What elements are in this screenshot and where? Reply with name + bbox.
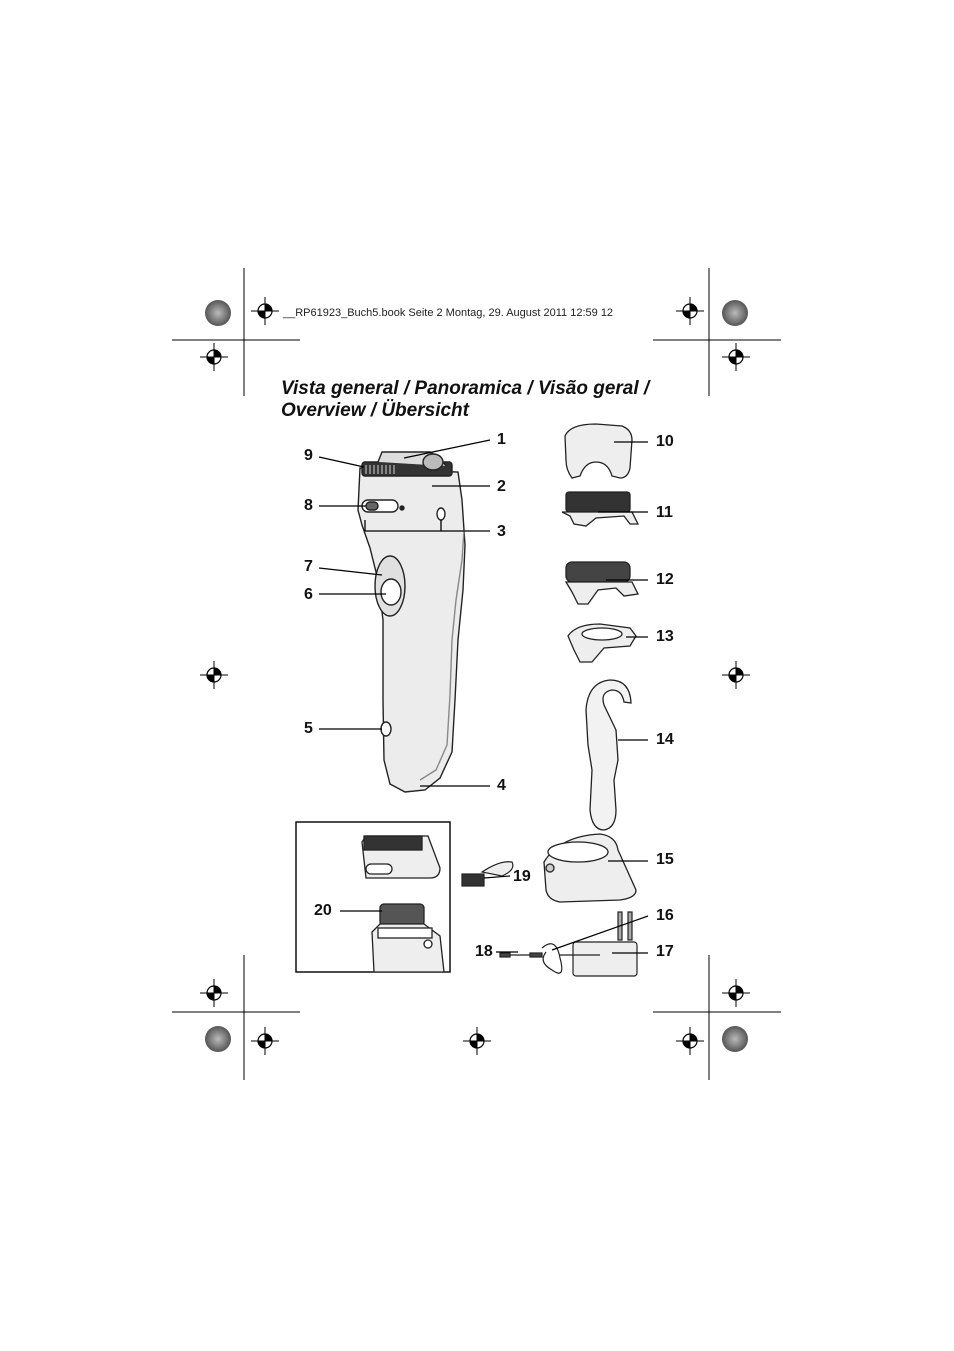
label-3: 3 [497, 523, 506, 540]
label-8: 8 [304, 497, 313, 514]
label-9: 9 [304, 447, 313, 464]
accessory-14-hook [585, 679, 648, 831]
accessory-11-comb [561, 491, 648, 527]
label-6: 6 [304, 586, 313, 603]
label-2: 2 [497, 478, 506, 495]
label-19: 19 [513, 868, 531, 885]
label-17: 17 [656, 943, 674, 960]
label-18: 18 [475, 943, 493, 960]
title-line-1: Vista general / Panoramica / Visão geral… [281, 378, 650, 399]
title-line-2: Overview / Übersicht [281, 400, 469, 421]
adapter-and-cable [496, 911, 649, 977]
accessory-13-frame [567, 623, 648, 663]
label-10: 10 [656, 433, 674, 450]
file-info-line: __RP61923_Buch5.book Seite 2 Montag, 29.… [283, 307, 614, 319]
accessory-19-brush [461, 861, 514, 887]
label-14: 14 [656, 731, 674, 748]
label-12: 12 [656, 571, 674, 588]
accessory-10-cap [564, 423, 648, 479]
label-16: 16 [656, 907, 674, 924]
inset-box [295, 821, 451, 973]
accessory-15-stand [543, 833, 648, 903]
crop-marks [172, 268, 781, 1080]
label-7: 7 [304, 558, 313, 575]
color-discs [205, 300, 748, 1052]
leader-lines [318, 439, 491, 787]
accessory-12-comb [564, 561, 648, 605]
label-5: 5 [304, 720, 313, 737]
label-13: 13 [656, 628, 674, 645]
label-15: 15 [656, 851, 674, 868]
label-20: 20 [314, 902, 332, 919]
label-11: 11 [656, 504, 673, 521]
label-4: 4 [497, 777, 506, 794]
page-title: Vista general / Panoramica / Visão geral… [281, 378, 649, 422]
shaver-illustration [357, 451, 466, 793]
label-1: 1 [497, 431, 506, 448]
